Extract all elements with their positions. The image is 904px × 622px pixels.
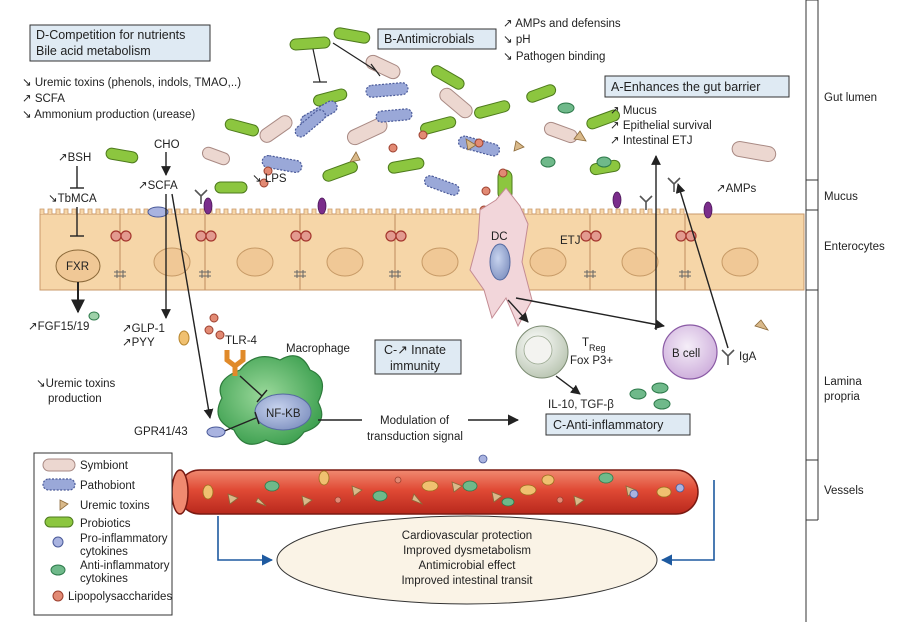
b-effect-1: ↗ AMPs and defensins [503, 18, 621, 30]
region-lamina-propria-2: propria [824, 391, 860, 403]
svg-text:NF-KB: NF-KB [266, 408, 301, 420]
d-effect-2: ↗ SCFA [22, 93, 65, 105]
svg-text:A-Enhances the gut barrier: A-Enhances the gut barrier [611, 80, 760, 94]
legend-uremic: Uremic toxins [80, 500, 150, 512]
region-mucus: Mucus [824, 191, 858, 203]
d-effect-3: ↘ Ammonium production (urease) [22, 109, 195, 121]
uremic-toxin-icon [59, 499, 69, 511]
region-gut-lumen: Gut lumen [824, 92, 877, 104]
legend-pathobiont: Pathobiont [80, 480, 136, 492]
outcome-4: Improved intestinal transit [401, 575, 533, 587]
foxp3-label: Fox P3+ [570, 355, 613, 367]
svg-text:Bile acid metabolism: Bile acid metabolism [36, 44, 151, 58]
outcome-arrows [217, 480, 715, 566]
region-brackets [805, 0, 819, 622]
uremic-production-2: production [48, 393, 102, 405]
symbiont-icon [42, 458, 76, 472]
legend-lps: Lipopolysaccharides [68, 591, 172, 603]
legend: Symbiont Pathobiont Uremic toxins Probio… [33, 452, 173, 616]
legend-anti-inflammatory: Anti-inflammatory [80, 560, 170, 572]
lumen-bacteria [105, 27, 777, 340]
a-effect-2: ↗ Epithelial survival [610, 120, 712, 132]
cho-label: CHO [154, 139, 180, 151]
a-effect-3: ↗ Intestinal ETJ [610, 135, 693, 147]
pyy-label: ↗PYY [122, 337, 155, 349]
tbmca-label: ↘TbMCA [48, 193, 97, 205]
box-a-gut-barrier: A-Enhances the gut barrier [604, 75, 790, 98]
iga-label: IgA [739, 351, 757, 363]
treg-cell [515, 325, 569, 379]
fgf-label: ↗FGF15/19 [28, 321, 89, 333]
amps-label: ↗AMPs [716, 183, 757, 195]
probiotic-icon [44, 516, 74, 528]
treg-sub: Reg [589, 343, 606, 353]
box-c-innate: C-↗ Innate immunity [374, 339, 462, 375]
modulation-2: transduction signal [367, 431, 463, 443]
svg-text:C-Anti-inflammatory: C-Anti-inflammatory [553, 418, 664, 432]
bsh-label: ↗BSH [58, 152, 91, 164]
outcome-2: Improved dysmetabolism [403, 545, 531, 557]
gpr-label: GPR41/43 [134, 426, 188, 438]
box-c-anti-inflammatory: C-Anti-inflammatory [545, 413, 691, 436]
modulation-1: Modulation of [380, 415, 450, 427]
b-cell: B cell [662, 324, 718, 380]
box-b-antimicrobials: B-Antimicrobials [377, 28, 497, 50]
treg-t: T [582, 337, 589, 349]
b-effect-2: ↘ pH [503, 34, 531, 46]
region-vessels: Vessels [824, 485, 864, 497]
pathobiont-icon [42, 478, 76, 491]
svg-text:FXR: FXR [66, 261, 89, 273]
anti-inflammatory-cytokine-icon [50, 564, 66, 576]
lps-label: ↘ LPS [252, 173, 287, 185]
box-d-competition: D-Competition for nutrients Bile acid me… [29, 24, 211, 62]
il10-label: IL-10, TGF-β [548, 399, 614, 411]
bsh-inhibit [70, 166, 84, 237]
legend-probiotics: Probiotics [80, 518, 131, 530]
legend-pro-inflammatory-2: cytokines [80, 546, 128, 558]
fxr-oval: FXR [55, 249, 101, 283]
inhibition-lines [312, 42, 381, 83]
region-enterocytes: Enterocytes [824, 241, 885, 253]
legend-symbiont: Symbiont [80, 460, 129, 472]
svg-text:C-↗ Innate: C-↗ Innate [384, 343, 446, 357]
etj-label: ETJ [560, 235, 580, 247]
region-lamina-propria-1: Lamina [824, 376, 862, 388]
svg-text:B cell: B cell [672, 348, 700, 360]
svg-text:B-Antimicrobials: B-Antimicrobials [384, 32, 474, 46]
legend-pro-inflammatory: Pro-inflammatory [80, 533, 168, 545]
svg-text:immunity: immunity [390, 359, 441, 373]
tlr4-inhibit [221, 375, 268, 433]
scfa-label: ↗SCFA [138, 180, 178, 192]
macrophage-label: Macrophage [286, 343, 350, 355]
b-effect-3: ↘ Pathogen binding [503, 51, 605, 63]
dc-label: DC [491, 231, 508, 243]
outcome-1: Cardiovascular protection [402, 530, 532, 542]
svg-text:D-Competition for nutrients: D-Competition for nutrients [36, 28, 185, 42]
epithelium [39, 177, 805, 291]
uremic-production-1: ↘Uremic toxins [36, 378, 116, 390]
blood-vessel [171, 469, 699, 515]
a-effect-1: ↗ Mucus [610, 105, 657, 117]
outcome-3: Antimicrobial effect [419, 560, 517, 572]
outcomes-ellipse: Cardiovascular protection Improved dysme… [276, 515, 658, 605]
lps-icon [52, 590, 64, 602]
dendritic-cell [469, 187, 533, 328]
glp1-label: ↗GLP-1 [122, 323, 165, 335]
tlr4-label: TLR-4 [225, 335, 258, 347]
d-effect-1: ↘ Uremic toxins (phenols, indols, TMAO,.… [22, 77, 241, 89]
legend-anti-inflammatory-2: cytokines [80, 573, 128, 585]
tlr4-receptor [224, 350, 246, 376]
pro-inflammatory-cytokine-icon [52, 536, 64, 548]
